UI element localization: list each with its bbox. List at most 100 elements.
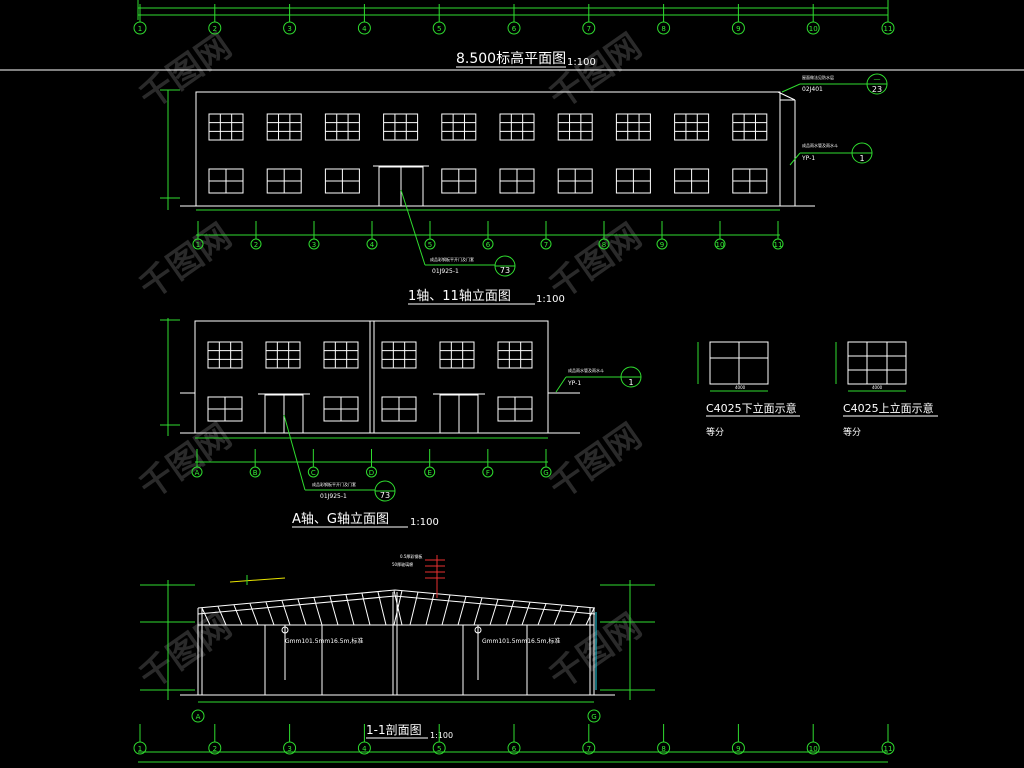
bottom-grid-bubble [208, 741, 222, 755]
plan-grid-label: 11 [884, 25, 893, 33]
elev2-grid-label: A [195, 469, 200, 477]
plan-grid-bubble [881, 21, 895, 35]
section-scale: 1:100 [430, 731, 453, 740]
plan-grid-bubble [582, 21, 596, 35]
elev1-grid-bubble [250, 238, 262, 250]
watermark-text: 千图网 [542, 26, 648, 117]
elev2-grid-bubble [540, 466, 552, 478]
svg-text:50厚玻璃棉: 50厚玻璃棉 [392, 561, 413, 567]
elev2-grid-bubble [307, 466, 319, 478]
elev1-grid-label: 11 [774, 241, 783, 249]
plan-grid-label: 5 [437, 25, 441, 33]
elev1-grid-label: 3 [312, 241, 316, 249]
bottom-grid-label: 10 [809, 745, 818, 753]
elev2-grid-bubble [191, 466, 203, 478]
plan-scale: 1:100 [567, 57, 596, 68]
window-detail-lower: 4000 C4025下立面示意 等分 [697, 341, 800, 438]
elev2-grid-label: B [253, 469, 258, 477]
svg-text:成品雨水管及雨水斗: 成品雨水管及雨水斗 [568, 367, 604, 373]
bottom-grid-bubble [881, 741, 895, 755]
elev1-grid-bubble [192, 238, 204, 250]
elev2-callout-right: 1 成品雨水管及雨水斗 YP-1 [555, 366, 642, 393]
elev1-grid-bubble [772, 238, 784, 250]
plan-grid-bubble [657, 21, 671, 35]
elev2-grid-label: C [311, 469, 316, 477]
svg-text:4000: 4000 [735, 385, 746, 390]
bottom-grid-bubble [582, 741, 596, 755]
elev1-grid-bubble [540, 238, 552, 250]
plan-grid-bubble [357, 21, 371, 35]
elev2-windows [207, 341, 533, 422]
elev2-grid-label: D [369, 469, 374, 477]
bottom-grid-bubble [432, 741, 446, 755]
callout3-number: 73 [500, 266, 510, 275]
section-truss [201, 590, 595, 626]
elev2-grid-label: F [486, 469, 490, 477]
plan-grid-label: 8 [661, 25, 665, 33]
callout5-number: 73 [380, 491, 390, 500]
elev1-grid-bubble [714, 238, 726, 250]
section-axis-left: A [196, 713, 201, 721]
elev1-grid-bubble [366, 238, 378, 250]
bottom-grid-label: 1 [138, 745, 142, 753]
plan-grid-label: 4 [362, 25, 367, 33]
bottom-grid-label: 4 [362, 745, 367, 753]
callout1-code: 02J401 [802, 86, 823, 93]
svg-text:成品雨水管及雨水斗: 成品雨水管及雨水斗 [802, 142, 838, 148]
elev2-scale: 1:100 [410, 517, 439, 528]
elev1-grid-bubble [598, 238, 610, 250]
elev2-callout-door: 73 成品彩钢板平开门及门套 01J925-1 [283, 414, 396, 502]
window-detail-upper-note: 等分 [843, 426, 861, 438]
svg-text:成品彩钢板平开门及门套: 成品彩钢板平开门及门套 [312, 481, 356, 487]
window-detail-upper: 4000 C4025上立面示意 等分 [835, 341, 938, 438]
elev1-grid-label: 9 [660, 241, 664, 249]
elev1-grid-bubble [656, 238, 668, 250]
callout4-number: 1 [628, 378, 633, 387]
plan-grid-label: 9 [736, 25, 740, 33]
window-detail-lower-note: 等分 [706, 426, 724, 438]
section-axis-right: G [591, 713, 596, 721]
window-detail-upper-title: C4025上立面示意 [843, 401, 934, 415]
svg-text:4000: 4000 [872, 385, 883, 390]
elev1-grid-bubble [482, 238, 494, 250]
bottom-grid-bubble [657, 741, 671, 755]
plan-grid-label: 7 [587, 25, 591, 33]
svg-text:成品彩钢板平开门及门套: 成品彩钢板平开门及门套 [430, 256, 474, 262]
plan-grid-label: 2 [213, 25, 217, 33]
elev2-grid-label: G [543, 469, 548, 477]
elev1-grid-label: 1 [196, 241, 200, 249]
bottom-grid-label: 2 [213, 745, 217, 753]
callout2-number: 1 [859, 154, 864, 163]
elev1-door [373, 165, 429, 207]
elev1-title: 1轴、11轴立面图 [408, 289, 511, 304]
callout3-code: 01J925-1 [432, 268, 459, 275]
elev2-grid-bubble [424, 466, 436, 478]
elev1-grid-label: 5 [428, 241, 432, 249]
bottom-grid-bubble [283, 741, 297, 755]
plan-grid-bubble [208, 21, 222, 35]
bottom-grid-label: 9 [736, 745, 740, 753]
section-note-left: Gmm101.5mm16.5m,标准 [285, 637, 363, 645]
bottom-grid-bubble [507, 741, 521, 755]
watermark-text: 千图网 [542, 606, 648, 697]
bottom-grid-label: 3 [287, 745, 291, 753]
elev1-grid-label: 7 [544, 241, 548, 249]
section-1-1: 0.5厚彩钢板 50厚玻璃棉 Gmm101.5mm16.5m,标准 Gmm101… [140, 553, 655, 740]
elev1-callout-top: — 23 屋面做法见防水层 02J401 [781, 73, 888, 95]
elev1-grid-label: 4 [370, 241, 375, 249]
plan-title: 8.500标高平面图 [456, 50, 566, 67]
window-detail-lower-title: C4025下立面示意 [706, 401, 797, 415]
bottom-grid-label: 8 [661, 745, 665, 753]
bottom-grid-bubble [806, 741, 820, 755]
elev2-door-right [433, 393, 485, 434]
elev1-callout-right: 1 成品雨水管及雨水斗 YP-1 [789, 142, 873, 166]
bottom-grid-label: 11 [884, 745, 893, 753]
elev1-grid-label: 10 [716, 241, 725, 249]
plan-grid-label: 6 [512, 25, 517, 33]
